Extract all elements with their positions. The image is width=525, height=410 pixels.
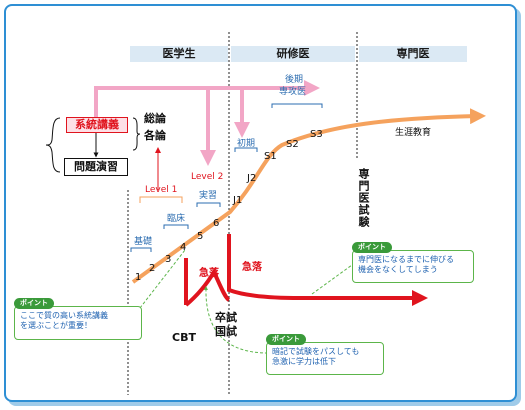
point-4: 4 — [180, 242, 187, 253]
point-3: 3 — [165, 254, 172, 265]
label-senkoi: 専攻医 — [279, 87, 307, 97]
growth-curve — [131, 108, 486, 284]
label-shoki: 初期 — [237, 139, 256, 149]
level1-bracket — [139, 196, 183, 203]
item-general: 総論 — [144, 112, 166, 125]
note-left-line-2: を選ぶことが重要！ — [20, 321, 92, 330]
note-bottom-line-1: 暗記で試験をパスしても — [272, 347, 360, 356]
level-1-label: Level 1 — [145, 185, 178, 195]
label-rinsho: 臨床 — [167, 214, 186, 224]
drop-label-2: 急落 — [242, 262, 262, 273]
label-koki: 後期 — [285, 75, 304, 85]
tab-resident: 研修医 — [231, 46, 355, 62]
point-2: 2 — [149, 263, 156, 274]
note-bottom: 暗記で試験をパスしても 急激に学力は低下 — [266, 342, 384, 375]
tab-specialist: 専門医 — [359, 46, 467, 62]
note-right-line-1: 専門医になるまでに伸びる — [358, 255, 454, 264]
exam-specialist: 専門医試験 — [357, 168, 370, 228]
point-1: 1 — [135, 272, 142, 283]
label-kiso: 基礎 — [134, 237, 153, 247]
note-right-tag: ポイント — [352, 242, 392, 253]
label-jisshu: 実習 — [199, 191, 218, 201]
exam-national: 国試 — [215, 325, 237, 338]
point-j2: J2 — [247, 173, 257, 184]
exam-grad: 卒試 — [215, 311, 237, 324]
pink-arrows — [94, 80, 320, 166]
left-braces — [45, 117, 141, 173]
note-left-tag: ポイント — [14, 298, 54, 309]
point-5: 5 — [197, 231, 204, 242]
note-left-line-1: ここで質の高い系統講義 — [20, 311, 108, 320]
drop-label-1: 急落 — [199, 268, 219, 279]
exam-cbt: CBT — [172, 331, 196, 344]
note-left: ここで質の高い系統講義 を選ぶことが重要！ — [14, 306, 142, 340]
note-bottom-tag: ポイント — [266, 334, 306, 345]
practice-box: 問題演習 — [64, 158, 128, 176]
point-j1: J1 — [233, 195, 243, 206]
item-specific: 各論 — [144, 129, 166, 142]
label-lifelong: 生涯教育 — [395, 128, 432, 138]
point-s1: S1 — [264, 151, 277, 162]
point-6: 6 — [213, 218, 220, 229]
core-lecture-label: 系統講義 — [75, 118, 119, 131]
stage-brackets — [130, 103, 323, 252]
drop-lines — [184, 234, 428, 307]
note-right-line-2: 機会をなくしてしまう — [358, 265, 438, 274]
point-s2: S2 — [286, 139, 299, 150]
note-right: 専門医になるまでに伸びる 機会をなくしてしまう — [352, 250, 474, 283]
note-pointers — [139, 249, 353, 354]
level-2-label: Level 2 — [191, 172, 224, 182]
point-s3: S3 — [310, 129, 323, 140]
core-lecture-box — [66, 117, 128, 133]
note-bottom-line-2: 急激に学力は低下 — [272, 357, 336, 366]
tab-medical-student: 医学生 — [130, 46, 228, 62]
